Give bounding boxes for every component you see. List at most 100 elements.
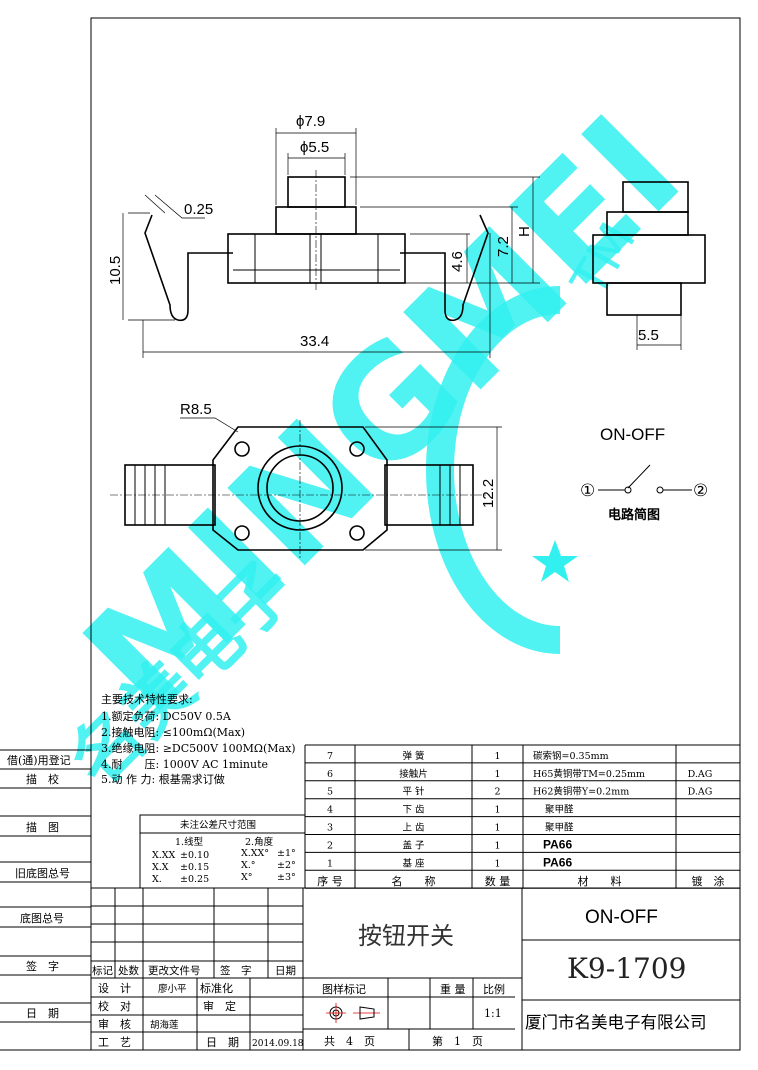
svg-text:签 字: 签 字 [220,964,252,977]
svg-text:1:1: 1:1 [484,1007,502,1020]
front-view: ϕ7.9 ϕ5.5 0.25 10.5 33.4 4.6 7.2 H [107,113,540,358]
bom-cell: 1 [494,769,500,780]
svg-text:工 艺: 工 艺 [98,1036,131,1049]
svg-text:7.2: 7.2 [495,236,512,257]
bom-header: 序 号 [317,874,343,888]
svg-text:12.2: 12.2 [480,479,497,508]
svg-text:廖小平: 廖小平 [158,983,187,995]
svg-text:5.5: 5.5 [638,327,659,344]
bom-cell: 聚甲醛 [545,822,574,834]
bom-header: 材 料 [578,874,622,888]
svg-text:电路简图: 电路简图 [608,507,660,522]
svg-text:10.5: 10.5 [107,256,124,285]
svg-text:H: H [516,226,533,237]
svg-text:审 定: 审 定 [203,999,236,1013]
bom-cell: 平 针 [402,786,425,798]
svg-text:旧底图总号: 旧底图总号 [15,866,70,880]
svg-text:2.角度: 2.角度 [245,836,274,848]
svg-text:±1°: ±1° [277,848,296,859]
svg-text:X°: X° [241,872,253,883]
side-register: 借(通)用登记 描 校 描 图 旧底图总号 底图总号 签 字 日 期 [0,749,91,1051]
bom-cell: 2 [494,787,500,798]
drawing-frame [90,17,741,1051]
svg-text:0.25: 0.25 [184,201,213,218]
bom-cell: D.AG [688,769,713,780]
svg-text:33.4: 33.4 [300,333,329,350]
star-icon [532,540,578,582]
svg-text:4.耐 压: 1000V AC 1minute: 4.耐 压: 1000V AC 1minute [101,758,268,771]
svg-text:①: ① [580,481,595,500]
svg-text:校 对: 校 对 [98,999,131,1013]
svg-text:重 量: 重 量 [440,982,466,996]
svg-text:1.额定负荷: DC50V 0.5A: 1.额定负荷: DC50V 0.5A [101,709,232,723]
svg-text:ϕ5.5: ϕ5.5 [300,139,329,156]
svg-text:ON-OFF: ON-OFF [585,907,658,928]
bom-cell: 1 [494,751,500,762]
svg-text:处数: 处数 [118,964,139,977]
svg-text:日期: 日期 [275,965,296,977]
bom-cell: PA66 [543,855,572,869]
bom-cell: 5 [327,787,333,798]
svg-text:胡海莲: 胡海莲 [150,1019,179,1031]
bom-cell: PA66 [543,837,572,851]
svg-text:第 1 页: 第 1 页 [432,1034,483,1048]
bom-cell: 聚甲醛 [545,804,574,816]
bom-cell: 4 [327,805,333,816]
svg-text:标记: 标记 [92,965,113,977]
bom-cell: 1 [494,858,500,869]
svg-text:±2°: ±2° [277,860,296,871]
svg-text:3.绝缘电阻: ≥DC500V 100MΩ(Max): 3.绝缘电阻: ≥DC500V 100MΩ(Max) [101,741,296,755]
svg-text:日 期: 日 期 [206,1036,239,1049]
top-view: R8.5 12.2 [110,401,502,560]
bom-cell: H65黄铜带TM=0.25mm [533,768,645,780]
bom-cell: 1 [327,858,333,869]
svg-text:±0.25: ±0.25 [180,874,209,885]
svg-text:主要技术特性要求:: 主要技术特性要求: [101,692,193,706]
bom-cell: 1 [494,805,500,816]
svg-text:±3°: ±3° [277,872,296,883]
bom-cell: H62黄铜带Y=0.2mm [533,786,629,798]
svg-text:5.动 作 力: 根基需求订做: 5.动 作 力: 根基需求订做 [101,772,225,786]
bom-cell: 下 齿 [402,805,425,816]
bom-cell: 7 [327,751,333,762]
title-block: 标记 处数 更改文件号 签 字 日期 设 计 廖小平 标准化 校 对 审 定 审… [91,887,740,1050]
svg-text:X.XX: X.XX [152,850,176,861]
bom-cell: D.AG [688,787,713,798]
svg-text:2014.09.18: 2014.09.18 [252,1039,304,1049]
bom-cell: 基 座 [402,857,425,869]
svg-text:X.XX°: X.XX° [241,848,269,859]
bom-cell: 上 齿 [402,823,425,834]
bom-cell: 碳索钢=0.35mm [533,750,609,762]
svg-text:共 4 页: 共 4 页 [324,1035,375,1048]
svg-text:ϕ7.9: ϕ7.9 [296,113,325,130]
bom-header: 名 称 [392,874,436,888]
bom-cell: 盖 子 [402,839,425,851]
svg-text:描 校: 描 校 [26,772,59,786]
bom-cell: 1 [494,840,500,851]
svg-text:R8.5: R8.5 [180,401,212,418]
side-view: 5.5 [592,181,706,350]
bom-header: 镀 涂 [692,874,725,888]
svg-text:X.°: X.° [241,860,256,871]
svg-text:设 计: 设 计 [98,982,131,995]
svg-text:底图总号: 底图总号 [20,911,64,925]
svg-text:更改文件号: 更改文件号 [148,964,201,977]
svg-text:审 核: 审 核 [98,1017,131,1031]
bom-cell: 2 [327,840,333,851]
bom-cell: 6 [327,769,333,780]
svg-text:签 字: 签 字 [26,959,59,973]
svg-text:图样标记: 图样标记 [322,982,366,996]
svg-text:±0.15: ±0.15 [180,862,209,873]
bom-cell: 弹 簧 [402,750,425,762]
svg-text:K9-1709: K9-1709 [567,952,686,985]
svg-text:借(通)用登记: 借(通)用登记 [7,753,71,767]
bom-cell: 3 [327,823,333,834]
svg-text:标准化: 标准化 [200,981,233,995]
svg-text:比例: 比例 [483,982,505,996]
svg-text:X.X: X.X [152,862,169,873]
technical-requirements: 主要技术特性要求: 1.额定负荷: DC50V 0.5A 2.接触电阻: ≤10… [101,692,296,786]
svg-text:未注公差尺寸范围: 未注公差尺寸范围 [180,819,256,831]
svg-text:日 期: 日 期 [26,1007,59,1020]
